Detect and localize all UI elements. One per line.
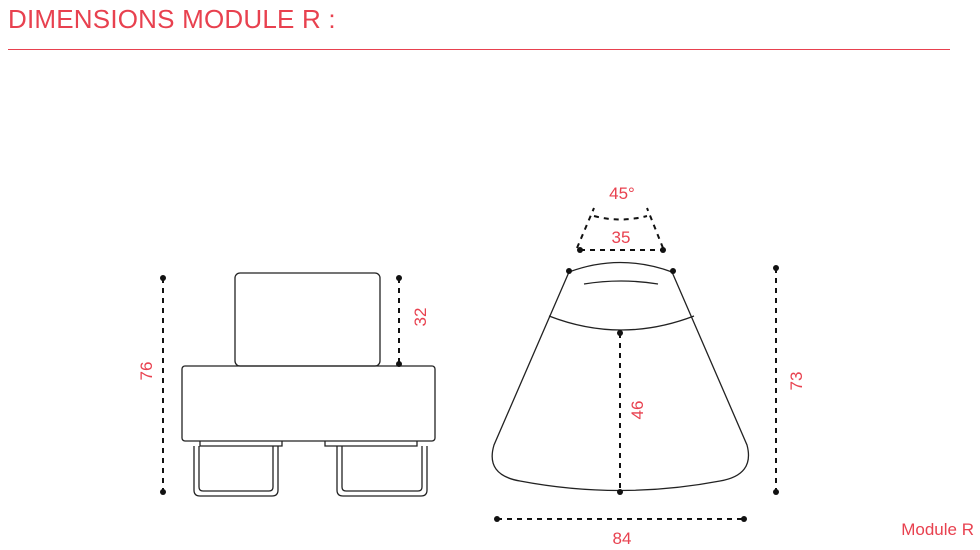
seat-depth-label: 46	[628, 401, 647, 420]
dimension-dot	[741, 516, 747, 522]
left-leg-frame	[193, 441, 283, 497]
dimension-dot	[566, 268, 572, 274]
total-height-label: 76	[137, 362, 156, 381]
angle-label: 45°	[609, 184, 635, 203]
top-width-label: 35	[612, 228, 631, 247]
back-contour	[583, 280, 659, 285]
dimension-dot	[160, 489, 166, 495]
dimension-dot	[660, 247, 666, 253]
dimension-dot	[577, 247, 583, 253]
dimension-dot	[670, 268, 676, 274]
dimension-dot	[160, 275, 166, 281]
dimension-dot	[773, 489, 779, 495]
page-title: DIMENSIONS MODULE R :	[8, 4, 336, 34]
module-caption: Module R	[901, 520, 974, 539]
right-leg-frame	[324, 441, 428, 497]
dimension-dot	[617, 489, 623, 495]
width-label: 84	[613, 529, 632, 548]
dimension-dot	[617, 330, 623, 336]
cushion-seam	[548, 315, 695, 331]
dimension-dot	[773, 265, 779, 271]
front-view: 76 32	[137, 272, 436, 497]
title-divider	[8, 49, 950, 50]
seat-outline	[181, 365, 436, 442]
dimension-dot	[494, 516, 500, 522]
angle-arc	[593, 215, 648, 221]
backrest-outline	[234, 272, 381, 367]
dimension-dot	[396, 361, 402, 367]
angle-ray-left	[576, 207, 595, 249]
dimension-dot	[396, 275, 402, 281]
top-view: 45° 35 46 73 84	[491, 184, 806, 548]
total-depth-label: 73	[787, 372, 806, 391]
backrest-height-label: 32	[411, 308, 430, 327]
top-view-outline	[491, 261, 749, 492]
angle-ray-right	[646, 207, 664, 249]
